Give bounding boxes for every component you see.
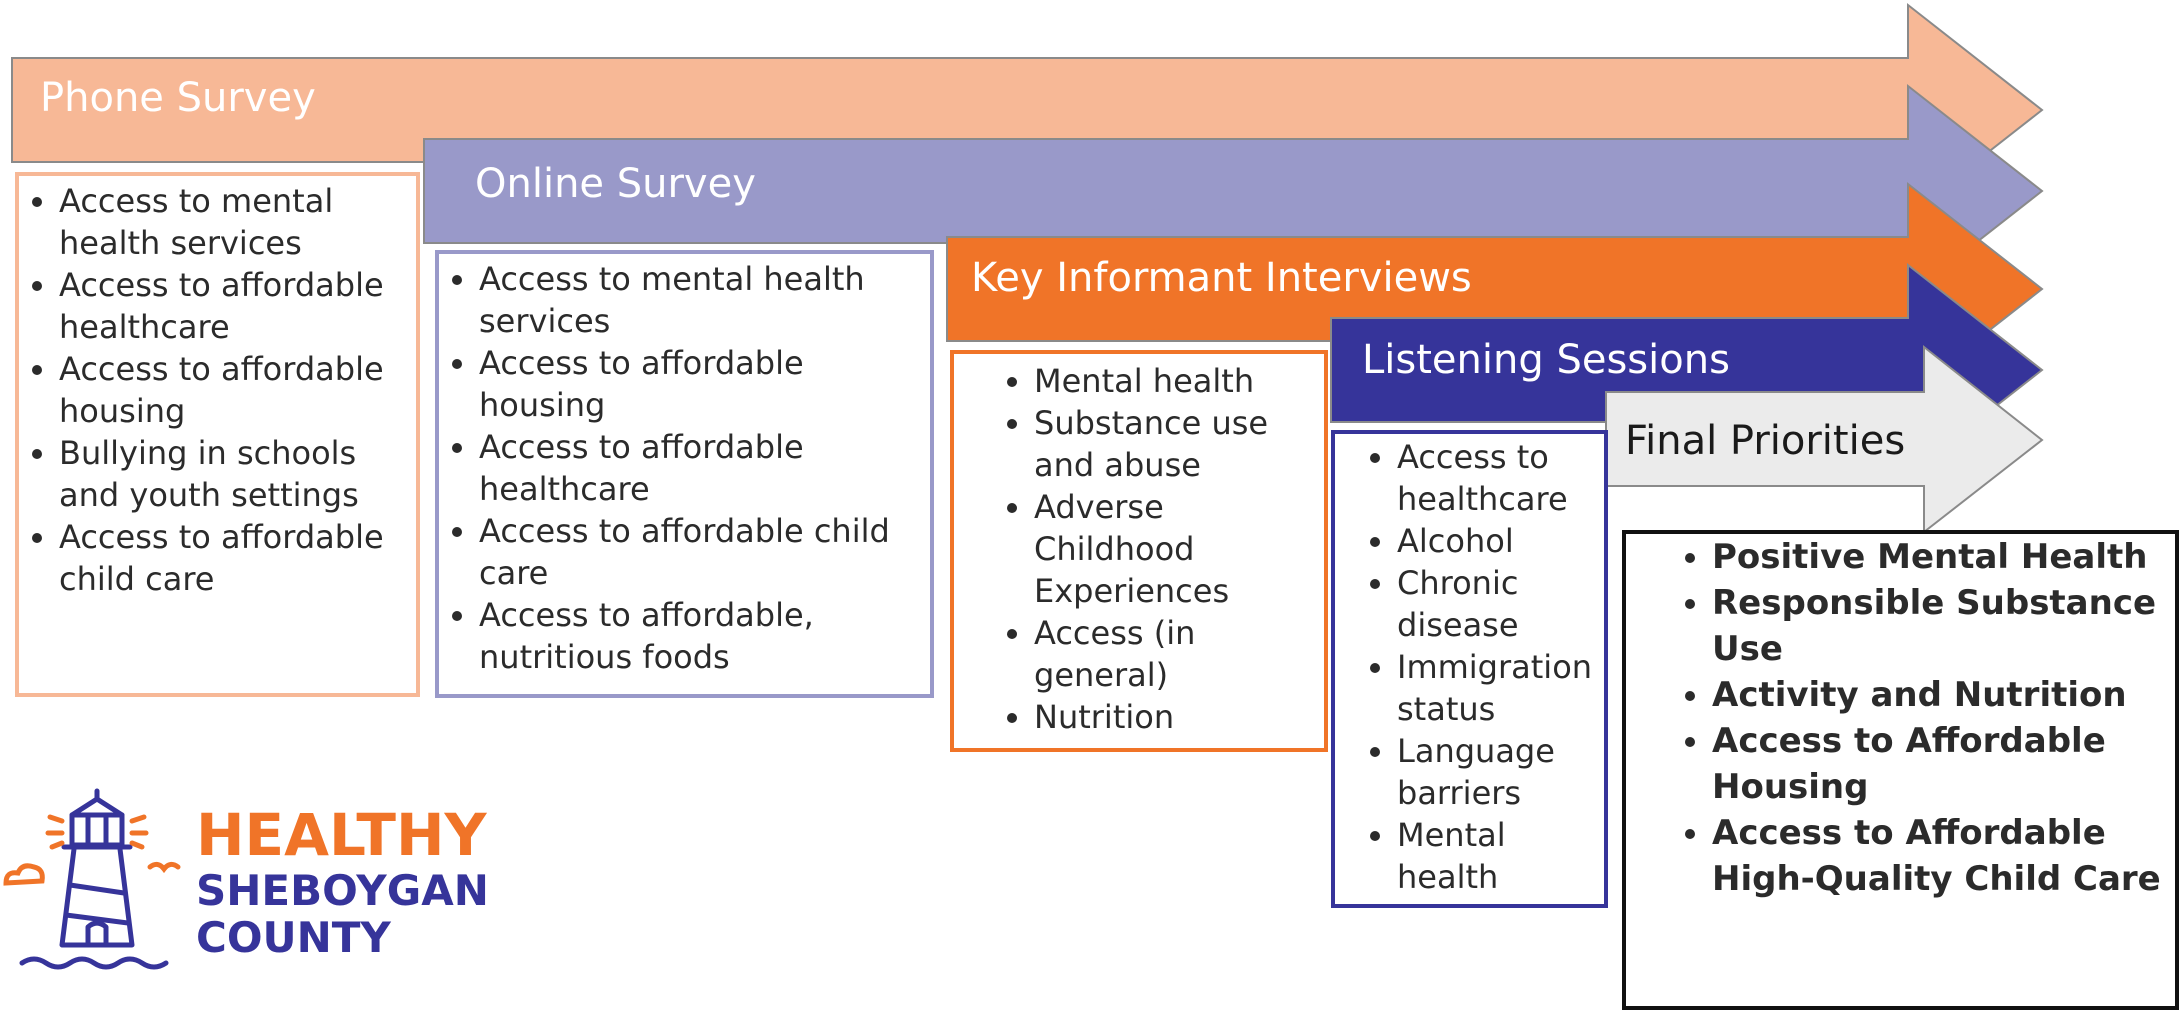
list-item: Language barriers	[1397, 730, 1596, 814]
list-item: Access to affordable housing	[479, 342, 922, 426]
online-survey-box: Access to mental health services Access …	[435, 250, 934, 698]
list-item: Access to affordable child care	[59, 516, 408, 600]
list-item: Access to mental health services	[479, 258, 922, 342]
logo-county-text: COUNTY	[196, 913, 391, 962]
list-item: Positive Mental Health	[1712, 534, 2167, 580]
list-item: Mental health	[1397, 814, 1596, 898]
list-item: Access to mental health services	[59, 180, 408, 264]
phone-survey-box: Access to mental health services Access …	[15, 172, 420, 697]
list-item: Access to affordable housing	[59, 348, 408, 432]
list-item: Mental health	[1034, 360, 1316, 402]
list-item: Immigration status	[1397, 646, 1596, 730]
key-informant-title: Key Informant Interviews	[971, 255, 1472, 301]
list-item: Access to affordable healthcare	[59, 264, 408, 348]
list-item: Nutrition	[1034, 696, 1316, 738]
online-survey-title: Online Survey	[475, 161, 756, 207]
list-item: Adverse Childhood Experiences	[1034, 486, 1316, 612]
list-item: Chronic disease	[1397, 562, 1596, 646]
list-item: Alcohol	[1397, 520, 1596, 562]
final-priorities-arrow	[1605, 344, 2044, 535]
list-item: Access to healthcare	[1397, 436, 1596, 520]
listening-sessions-title: Listening Sessions	[1362, 337, 1730, 383]
healthy-sheboygan-county-logo: HEALTHY SHEBOYGAN COUNTY	[0, 785, 540, 985]
logo-sheboygan-text: SHEBOYGAN	[196, 866, 489, 915]
list-item: Access to affordable healthcare	[479, 426, 922, 510]
phone-survey-title: Phone Survey	[40, 75, 316, 121]
listening-sessions-box: Access to healthcare Alcohol Chronic dis…	[1331, 430, 1608, 908]
list-item: Access to Affordable High-Quality Child …	[1712, 810, 2167, 902]
list-item: Activity and Nutrition	[1712, 672, 2167, 718]
final-priorities-box: Positive Mental Health Responsible Subst…	[1622, 530, 2179, 1010]
list-item: Access to affordable, nutritious foods	[479, 594, 922, 678]
list-item: Access to affordable child care	[479, 510, 922, 594]
list-item: Substance use and abuse	[1034, 402, 1316, 486]
list-item: Access to Affordable Housing	[1712, 718, 2167, 810]
lighthouse-icon	[3, 788, 181, 970]
final-priorities-title: Final Priorities	[1625, 418, 1906, 464]
key-informant-box: Mental health Substance use and abuse Ad…	[950, 350, 1328, 752]
list-item: Responsible Substance Use	[1712, 580, 2167, 672]
logo-healthy-text: HEALTHY	[196, 801, 487, 869]
list-item: Bullying in schools and youth settings	[59, 432, 408, 516]
list-item: Access (in general)	[1034, 612, 1316, 696]
